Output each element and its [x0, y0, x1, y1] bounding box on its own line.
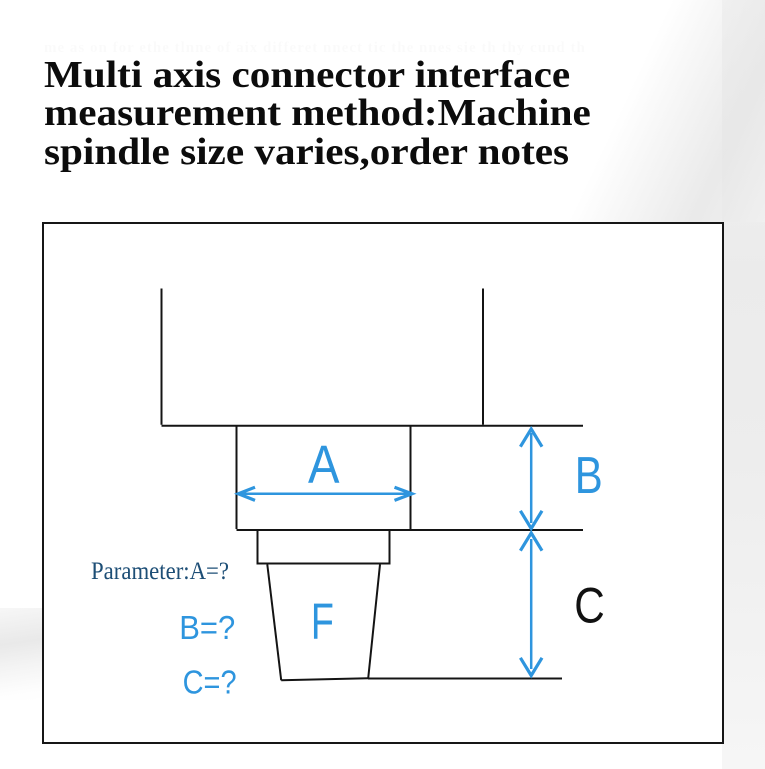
svg-text:F: F — [311, 593, 334, 650]
svg-text:B: B — [575, 446, 603, 504]
svg-text:C: C — [574, 577, 605, 633]
svg-text:A: A — [308, 435, 340, 495]
svg-text:Parameter:A=?: Parameter:A=? — [91, 558, 229, 585]
svg-text:C=?: C=? — [183, 664, 237, 701]
svg-text:B=?: B=? — [179, 609, 235, 646]
